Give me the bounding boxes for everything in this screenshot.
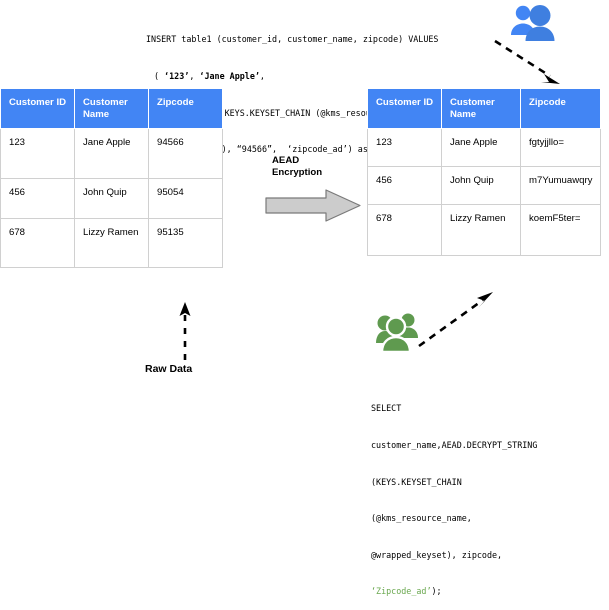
- table-row: 678 Lizzy Ramen 95135: [0, 218, 223, 268]
- cell-zipcode: 95135: [148, 218, 223, 268]
- select-query-line-4: (@kms_resource_name,: [371, 513, 472, 524]
- raw-data-label: Raw Data: [145, 363, 193, 375]
- cell-zipcode: 95054: [148, 178, 223, 219]
- table-row: 456 John Quip 95054: [0, 178, 223, 219]
- column-header-customer-name: Customer Name: [441, 88, 521, 129]
- column-header-zipcode: Zipcode: [148, 88, 223, 129]
- cell-customer-id: 456: [367, 166, 442, 205]
- select-ad-string-literal: ‘Zipcode_ad’: [371, 586, 432, 597]
- table-header-row: Customer ID Customer Name Zipcode: [0, 88, 223, 129]
- cell-customer-id: 123: [367, 128, 442, 167]
- cell-customer-id: 678: [0, 218, 75, 268]
- table-row: 123 Jane Apple 94566: [0, 128, 223, 179]
- column-header-customer-id: Customer ID: [0, 88, 75, 129]
- insert-query-line-2: ( ‘123’, ‘Jane Apple’,: [146, 70, 438, 82]
- cell-customer-id: 456: [0, 178, 75, 219]
- encrypted-table: Customer ID Customer Name Zipcode 123 Ja…: [367, 88, 601, 256]
- right-block-arrow-icon: [265, 189, 361, 222]
- table-row: 123 Jane Apple fgtyjjllo=: [367, 128, 601, 167]
- select-query-line-1: SELECT: [371, 403, 402, 414]
- cell-customer-name: Lizzy Ramen: [441, 204, 521, 256]
- insert-line2-mid: ,: [189, 71, 200, 82]
- column-header-customer-id: Customer ID: [367, 88, 442, 129]
- table-header-row: Customer ID Customer Name Zipcode: [367, 88, 601, 129]
- users-group-icon: [511, 5, 555, 41]
- plaintext-table: Customer ID Customer Name Zipcode 123 Ja…: [0, 88, 223, 268]
- cell-customer-id: 678: [367, 204, 442, 256]
- dashed-up-right-arrow-icon: [418, 292, 493, 348]
- dashed-up-arrow-icon: [179, 302, 191, 360]
- select-query-line-5: @wrapped_keyset), zipcode,: [371, 549, 503, 560]
- select-query-line-3: (KEYS.KEYSET_CHAIN: [371, 476, 462, 487]
- insert-line2-pre: (: [154, 71, 165, 82]
- cell-customer-name: Jane Apple: [74, 128, 149, 179]
- insert-query-line-1: INSERT table1 (customer_id, customer_nam…: [146, 34, 439, 45]
- cell-customer-name: Lizzy Ramen: [74, 218, 149, 268]
- column-header-customer-name: Customer Name: [74, 88, 149, 129]
- cell-customer-id: 123: [0, 128, 75, 179]
- table-row: 456 John Quip m7Yumuawqry: [367, 166, 601, 205]
- insert-line2-post: ,: [259, 71, 265, 82]
- users-group-icon: [376, 313, 418, 354]
- cell-zipcode-ciphertext: m7Yumuawqry: [520, 166, 601, 205]
- select-line6-rest: );: [431, 586, 442, 597]
- dashed-down-right-arrow-icon: [494, 39, 560, 84]
- cell-zipcode: 94566: [148, 128, 223, 179]
- select-query-code: SELECT customer_name,AEAD.DECRYPT_STRING…: [371, 378, 537, 610]
- cell-customer-name: John Quip: [441, 166, 521, 205]
- select-query-line-6: ‘Zipcode_ad’);: [371, 585, 537, 597]
- insert-value-customer-name: ‘Jane Apple’: [199, 71, 260, 82]
- select-query-line-2: customer_name,AEAD.DECRYPT_STRING: [371, 440, 538, 451]
- cell-zipcode-ciphertext: fgtyjjllo=: [520, 128, 601, 167]
- column-header-zipcode: Zipcode: [520, 88, 601, 129]
- table-row: 678 Lizzy Ramen koemF5ter=: [367, 204, 601, 256]
- insert-value-customer-id: ‘123’: [164, 71, 190, 82]
- cell-customer-name: John Quip: [74, 178, 149, 219]
- cell-customer-name: Jane Apple: [441, 128, 521, 167]
- cell-zipcode-ciphertext: koemF5ter=: [520, 204, 601, 256]
- aead-encryption-label: AEAD Encryption: [272, 155, 323, 178]
